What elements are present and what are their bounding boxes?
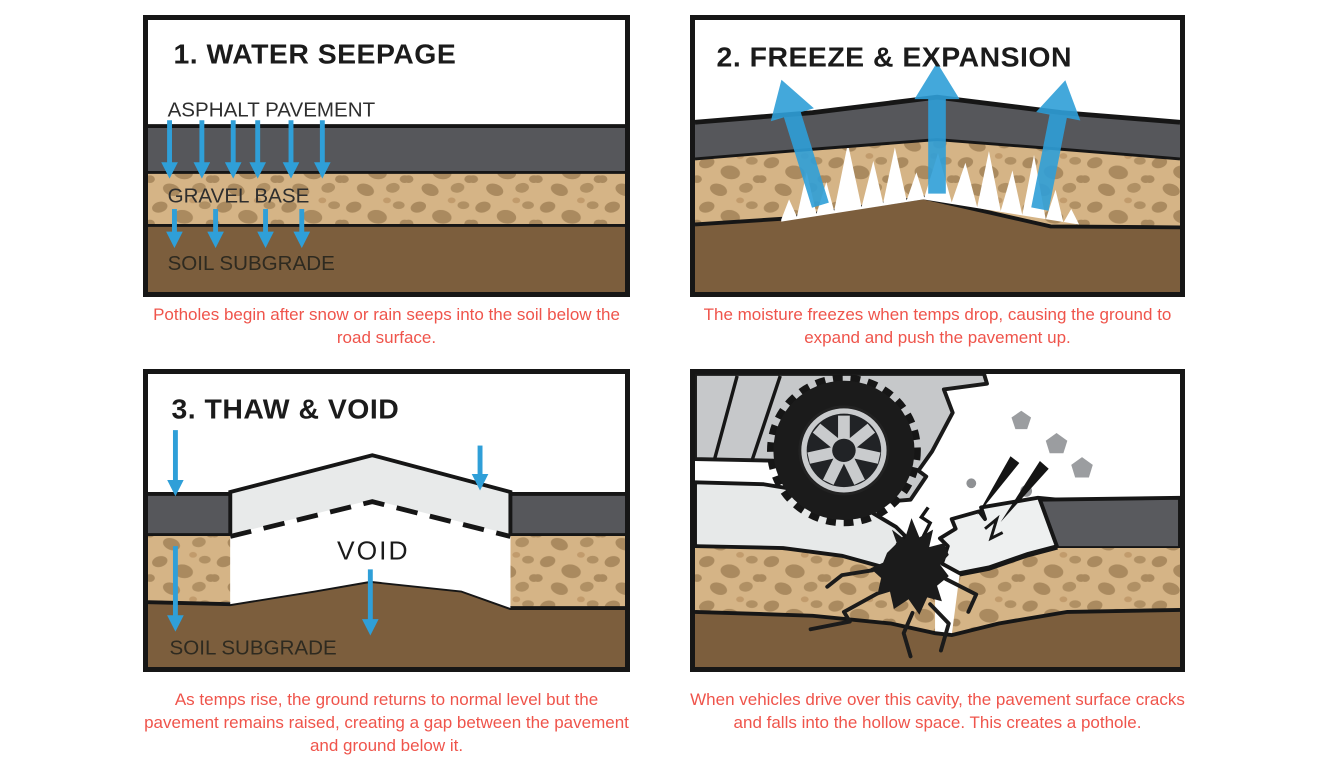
void-gap xyxy=(230,499,511,609)
soil-layer xyxy=(695,197,1180,292)
soil-layer xyxy=(695,609,1180,667)
seepage-arrows-lower xyxy=(166,209,311,249)
gravel-right xyxy=(510,534,625,609)
water-seepage-illustration: 1. WATER SEEPAGE ASPHALT PAVEMENT GRAVEL… xyxy=(148,38,625,292)
soil-subgrade-label: SOIL SUBGRADE xyxy=(168,253,335,275)
asphalt-pavement-label: ASPHALT PAVEMENT xyxy=(168,100,376,122)
flying-debris xyxy=(966,410,1093,522)
asphalt-layer xyxy=(148,126,625,173)
wheel-hub xyxy=(832,438,856,462)
car-wheel xyxy=(767,374,921,527)
settling-arrows xyxy=(167,430,489,636)
impact-line xyxy=(1000,461,1049,522)
caption-pothole-collapse: When vehicles drive over this cavity, th… xyxy=(690,690,1185,732)
gravel-layer xyxy=(148,172,625,226)
tire-tread xyxy=(767,374,921,527)
old-pavement-dashed-line xyxy=(229,499,512,539)
panel-thaw-void: 3. THAW & VOID VOID SOIL SUBGRADE xyxy=(143,369,630,672)
gravel-base-label: GRAVEL BASE xyxy=(168,185,310,207)
panel2-title: 2. FREEZE & EXPANSION xyxy=(717,41,1072,73)
freeze-expansion-illustration: 2. FREEZE & EXPANSION xyxy=(695,41,1180,292)
panel-water-seepage: 1. WATER SEEPAGE ASPHALT PAVEMENT GRAVEL… xyxy=(143,15,630,297)
caption-thaw-void: As temps rise, the ground returns to nor… xyxy=(144,690,629,755)
caption-water-seepage: Potholes begin after snow or rain seeps … xyxy=(153,305,620,347)
panel-freeze-expansion: 2. FREEZE & EXPANSION xyxy=(690,15,1185,297)
void-label: VOID xyxy=(337,536,409,566)
impact-line xyxy=(977,456,1020,516)
soil-layer xyxy=(148,580,625,667)
panel3-title: 3. THAW & VOID xyxy=(172,393,400,425)
thaw-void-illustration: 3. THAW & VOID VOID SOIL SUBGRADE xyxy=(148,393,625,667)
pothole-collapse-illustration xyxy=(695,374,1180,667)
asphalt-right xyxy=(510,493,625,535)
asphalt-right xyxy=(1037,495,1180,550)
gravel-left xyxy=(148,534,231,603)
pothole-crack xyxy=(808,518,979,659)
panel1-title: 1. WATER SEEPAGE xyxy=(173,38,456,70)
panel-pothole-collapse xyxy=(690,369,1185,672)
soil-layer xyxy=(148,225,625,292)
surface-crack xyxy=(918,506,933,538)
asphalt-left xyxy=(148,493,231,535)
seepage-arrows-upper xyxy=(161,120,331,179)
caption-freeze-expansion: The moisture freezes when temps drop, ca… xyxy=(703,305,1172,347)
soil-subgrade-label: SOIL SUBGRADE xyxy=(170,638,337,660)
